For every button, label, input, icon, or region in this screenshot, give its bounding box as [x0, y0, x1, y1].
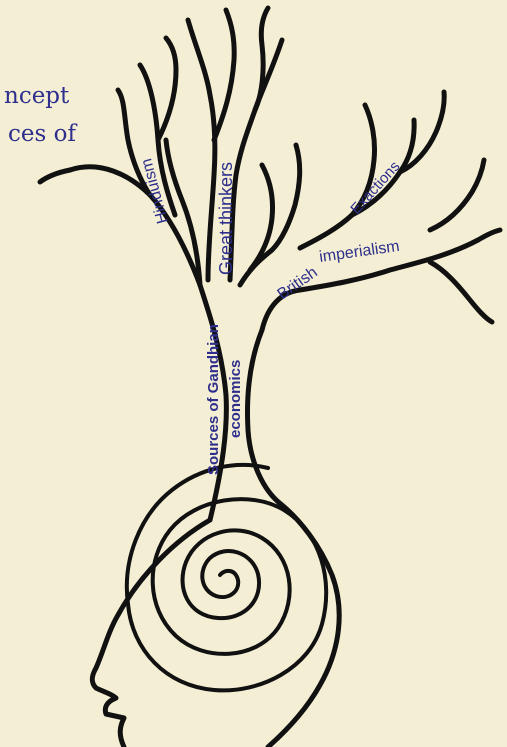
branch-left-twig: [158, 38, 176, 140]
branch-right-fork: [430, 262, 492, 322]
branch-center-twig-2: [255, 8, 268, 110]
spiral-outer: [127, 465, 268, 604]
branch-hinduism-inner: [166, 140, 200, 285]
label-sources-line2: economics: [227, 360, 244, 438]
label-sources-line1: Sources of Gandhian: [205, 324, 222, 475]
spiral: [128, 499, 326, 690]
trunk-left: [70, 167, 226, 520]
branch-imperialism: [300, 105, 375, 248]
label-british: British: [275, 264, 321, 303]
branch-far-right: [430, 160, 484, 230]
branch-left-lower: [40, 170, 70, 182]
face-profile: [92, 520, 210, 747]
label-great-thinkers: Great thinkers: [216, 162, 236, 275]
branch-right-top: [478, 230, 500, 240]
label-imperialism: imperialism: [318, 238, 400, 266]
branch-center-twig: [214, 10, 234, 140]
